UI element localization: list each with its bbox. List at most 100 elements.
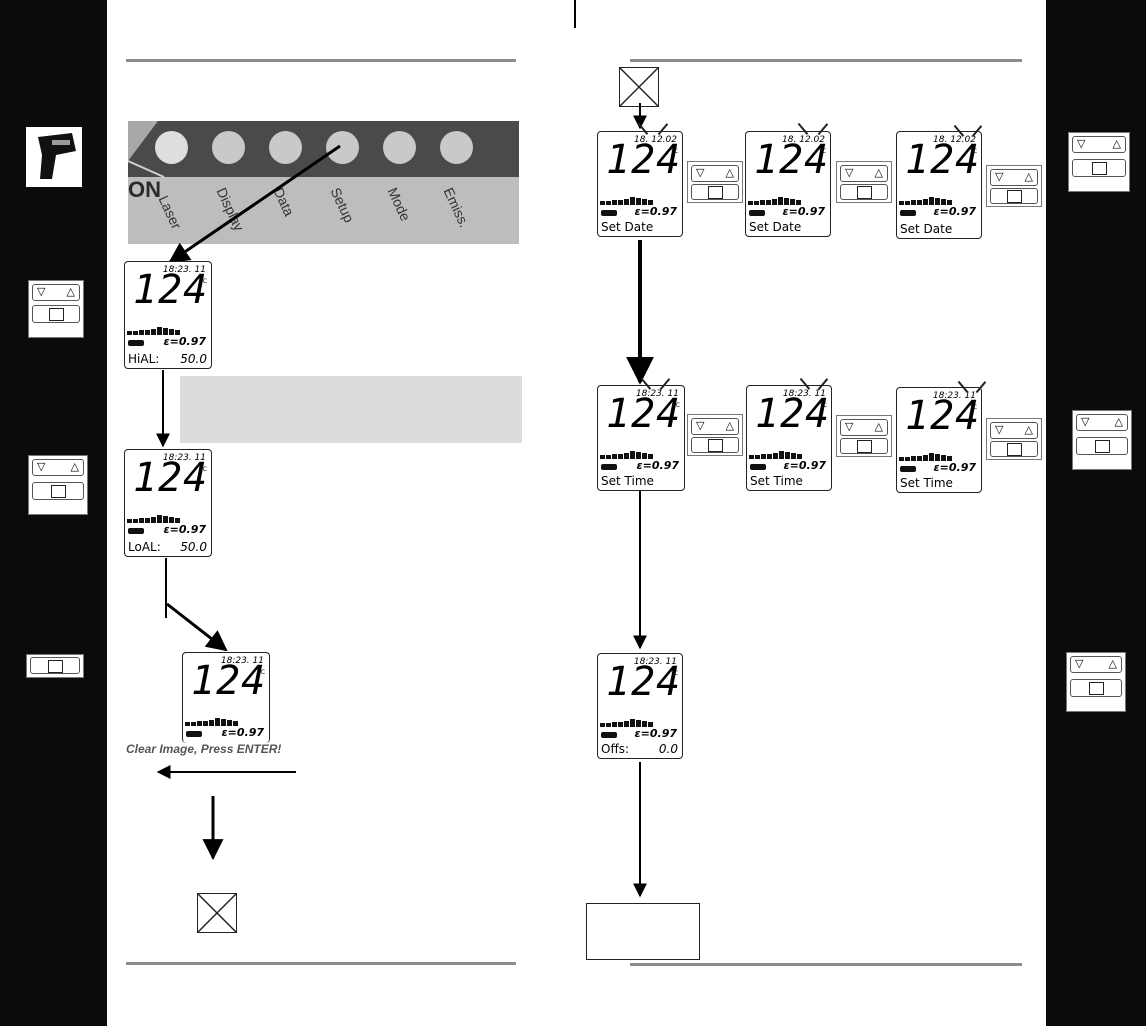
arrow-keypad-icon: ▽△ [28,455,88,515]
lcd-param-label: LoAL: [128,540,161,554]
top-rule-left [126,59,516,62]
lcd-emissivity: ε=0.97 [634,727,677,740]
lcd-bottom-line: LoAL: 50.0 [128,540,207,554]
lcd-param-label: Set Date [900,222,953,236]
battery-icon [900,210,916,216]
lcd-set-date-screen: 18. 12.02 °C 124.3 ε=0.97 Set Date [745,131,831,237]
top-rule-right [630,59,1022,62]
lcd-emissivity: ε=0.97 [782,205,825,218]
lcd-reading: 124.3 [905,393,981,439]
lcd-clock: 18:23. 11 [162,453,206,463]
panel-button-round [155,131,188,164]
lcd-param-label: Set Time [900,476,953,490]
lcd-param-label: HiAL: [128,352,160,366]
panel-button-round [326,131,359,164]
crossed-box-icon [197,893,237,933]
lcd-param-label: Set Date [601,220,654,234]
lcd-param-label: Set Time [601,474,654,488]
clear-image-caption: Clear Image, Press ENTER! [126,742,282,756]
arrow-keypad-icon: ▽△ [986,418,1042,460]
lcd-unit: °C [257,669,265,676]
battery-icon [900,466,916,472]
lcd-clear-screen: 18:23. 11 °C 124.3 ε=0.97 [182,652,270,743]
thermometer-gun-icon [26,127,82,187]
lcd-unit: °C [199,466,207,473]
lcd-set-time-screen: 18:23. 11 °C 124.3 ε=0.97 Set Time [746,385,832,491]
lcd-unit: °C [819,402,827,409]
lcd-loal-screen: 18:23. 11 °C 124.3 ε=0.97 LoAL: 50.0 [124,449,212,557]
arrow-keypad-icon: ▽△ [1066,652,1126,712]
lcd-bargraph [127,325,183,335]
battery-icon [128,340,144,346]
lcd-clock: 18:23. 11 [220,656,264,666]
lcd-reading: 124.3 [133,455,211,501]
lcd-unit: °C [969,404,977,411]
lcd-bargraph [185,716,241,726]
lcd-reading: 124.3 [133,267,211,313]
lcd-bargraph [899,451,955,461]
lcd-hial-screen: 18:23. 11 °C 124.3 ε=0.97 HiAL:50.0 [124,261,212,369]
lcd-bargraph [748,195,804,205]
lcd-unit: °C [672,402,680,409]
lcd-emissivity: ε=0.97 [933,461,976,474]
lcd-emissivity: ε=0.97 [636,459,679,472]
panel-brand: ON [128,177,161,202]
arrow-keypad-icon: ▽△ [836,161,892,203]
lcd-unit: °C [670,670,678,677]
panel-button-round [269,131,302,164]
lcd-offset-screen: 18:23. 11 °C 124.3 ε=0.97 Offs:0.0 [597,653,683,759]
panel-button-round [212,131,245,164]
lcd-emissivity: ε=0.97 [163,335,206,348]
lcd-clock: 18:23. 11 [932,391,976,401]
battery-icon [601,464,617,470]
lcd-bargraph [600,717,656,727]
lcd-clock: 18:23. 11 [162,265,206,275]
lcd-set-date-screen: 18. 12.02 °C 124.3 ε=0.97 Set Date [896,131,982,239]
note-box [180,376,522,443]
lcd-bargraph [600,195,656,205]
crossed-box-icon [619,67,659,107]
lcd-bottom-line: Offs: 0.0 [601,742,678,756]
lcd-emissivity: ε=0.97 [933,205,976,218]
lcd-unit: °C [818,148,826,155]
lcd-bargraph [899,195,955,205]
lcd-bargraph [600,449,656,459]
battery-icon [750,464,766,470]
lcd-emissivity: ε=0.97 [221,726,264,739]
bottom-rule-left [126,962,516,965]
lcd-unit: °C [670,148,678,155]
lcd-clock: 18:23. 11 [782,389,826,399]
lcd-reading: 124.3 [606,659,682,705]
lcd-unit: °C [969,148,977,155]
panel-button-round [383,131,416,164]
lcd-reading: 124.3 [606,137,682,183]
lcd-param-value: 0.0 [658,742,678,756]
lcd-param-label: Offs: [601,742,630,756]
lcd-param-value: 50.0 [180,540,207,554]
lcd-bottom-line: HiAL: 50.0 [128,352,207,366]
lcd-clock: 18. 12.02 [634,135,677,145]
battery-icon [186,731,202,737]
lcd-emissivity: ε=0.97 [634,205,677,218]
center-fold-mark [574,0,576,28]
arrow-keypad-icon: ▽△ [687,414,743,456]
battery-icon [128,528,144,534]
enter-key-icon [26,654,84,678]
control-panel-photo: ON Laser Display Data Setup Mode Emiss. [128,121,519,244]
lcd-set-date-screen: 18. 12.02 °C 124.3 ε=0.97 Set Date [597,131,683,237]
bottom-rule-right [630,963,1022,966]
lcd-reading: 124.3 [191,658,269,704]
arrow-keypad-icon: ▽△ [836,415,892,457]
lcd-clock: 18:23. 11 [635,389,679,399]
lcd-reading: 124.3 [755,391,831,437]
panel-button-round [440,131,473,164]
lcd-clock: 18. 12.02 [782,135,825,145]
lcd-emissivity: ε=0.97 [163,523,206,536]
lcd-reading: 124.3 [606,391,684,437]
lcd-param-value: 50.0 [180,352,207,366]
arrow-keypad-icon: ▽△ [28,280,84,338]
lcd-set-time-screen: 18:23. 11 °C 124.3 ε=0.97 Set Time [597,385,685,491]
lcd-reading: 124.3 [905,137,981,183]
lcd-bargraph [749,449,805,459]
lcd-clock: 18. 12.02 [933,135,976,145]
